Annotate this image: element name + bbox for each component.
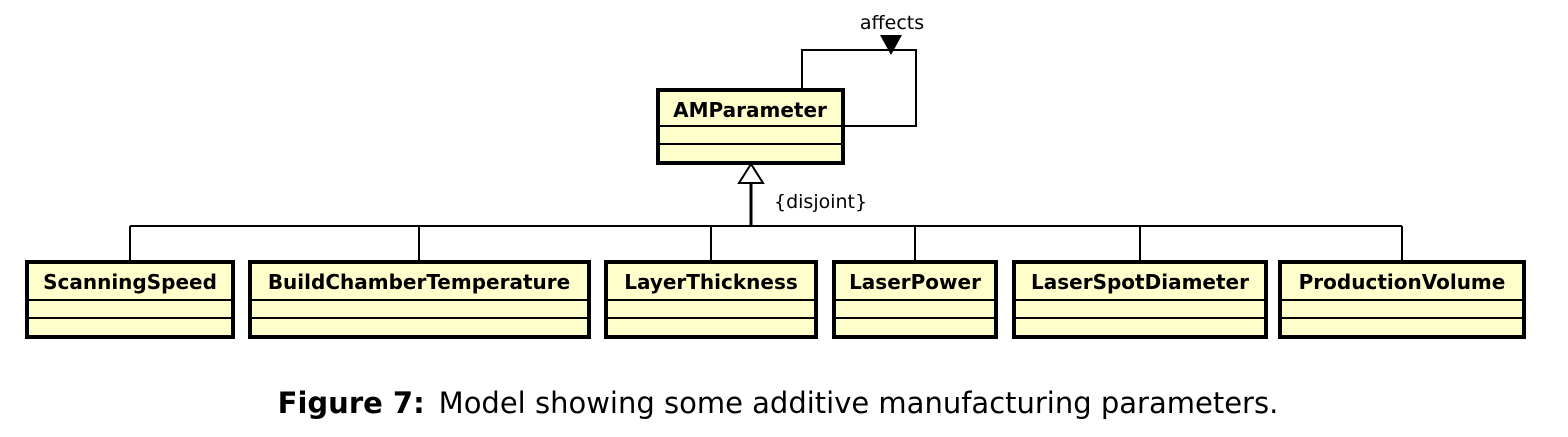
class-name-amparameter: AMParameter [673,98,827,122]
class-name-scanningspeed: ScanningSpeed [43,270,217,294]
class-name-laserspotdiameter: LaserSpotDiameter [1031,270,1249,294]
class-scanningspeed: ScanningSpeed [25,260,235,339]
figure-caption: Figure 7: Model showing some additive man… [0,386,1556,420]
association-direction-arrow [880,35,902,55]
class-amparameter: AMParameter [656,88,845,165]
association-label-affects: affects [860,12,924,34]
class-name-buildchambertemperature: BuildChamberTemperature [268,270,570,294]
generalization-constraint-label: {disjoint} [774,191,867,213]
class-name-productionvolume: ProductionVolume [1299,270,1506,294]
class-laserspotdiameter: LaserSpotDiameter [1012,260,1268,339]
class-buildchambertemperature: BuildChamberTemperature [248,260,591,339]
class-name-layerthickness: LayerThickness [624,270,798,294]
class-layerthickness: LayerThickness [604,260,818,339]
figure-caption-text: Model showing some additive manufacturin… [438,386,1279,420]
class-productionvolume: ProductionVolume [1278,260,1526,339]
figure-caption-label: Figure 7: [277,386,425,420]
class-laserpower: LaserPower [832,260,998,339]
class-name-laserpower: LaserPower [849,270,981,294]
self-association-line [801,49,917,127]
generalization-arrowhead [737,162,765,184]
